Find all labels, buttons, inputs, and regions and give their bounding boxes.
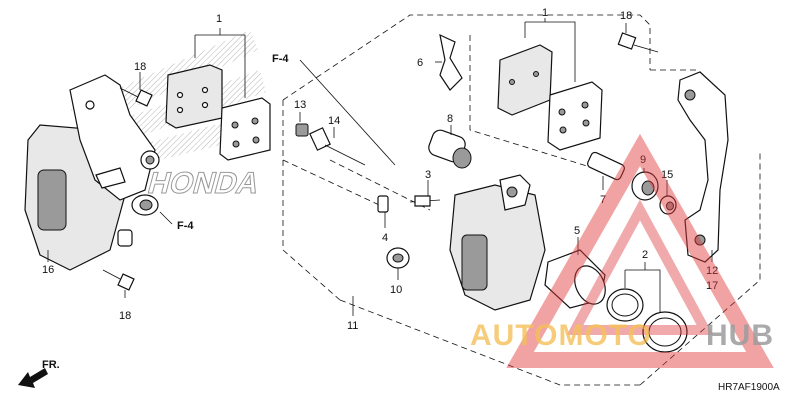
callout-bolt-left-bottom: 18 <box>119 310 131 322</box>
watermark-part1: AUTOMOTO <box>470 319 652 352</box>
boot-9 <box>631 171 659 201</box>
pad-spring-6 <box>439 33 463 91</box>
left-caliper-assembly <box>24 74 160 271</box>
callout-boot-pin: 8 <box>447 113 453 125</box>
automotohub-watermark: AUTOMOTO HUB <box>470 133 774 368</box>
diagram-code: HR7AF1900A <box>718 382 780 393</box>
front-direction-arrow: FR. <box>18 359 60 388</box>
bleeder-valve-3 <box>409 195 441 207</box>
sleeve-7 <box>587 151 625 181</box>
callout-f4-top: F-4 <box>272 53 289 65</box>
piston-5 <box>544 249 606 309</box>
left-bolt-bottom <box>102 269 135 291</box>
ring-15 <box>659 195 677 215</box>
bleeder-cap-small-4 <box>377 195 389 213</box>
callout-bleeder-cap: 13 <box>294 99 306 111</box>
callout-bolt-right-top: 18 <box>620 10 632 22</box>
callout-pads-right: 1 <box>542 7 548 19</box>
callout-bleeder-valve: 3 <box>425 169 431 181</box>
caliper-bracket <box>677 71 729 263</box>
callout-caliper-left: 16 <box>42 264 54 276</box>
callout-caliper-body: 11 <box>347 320 358 332</box>
front-marker-label: FR. <box>42 359 60 371</box>
right-brake-pads <box>497 18 603 151</box>
callout-pads-left: 1 <box>216 13 222 25</box>
warning-triangle-icon <box>506 133 774 368</box>
dust-boot-10 <box>386 247 410 269</box>
callout-bracket-12: 12 <box>706 265 718 277</box>
callout-bolt-left-top: 18 <box>134 61 146 73</box>
assembly-outline-frame <box>282 14 761 386</box>
callout-boot-small: 10 <box>390 284 402 296</box>
callout-bracket-17: 17 <box>706 280 718 292</box>
callout-seal-set: 2 <box>642 249 648 261</box>
bleeder-cap-13 <box>295 123 309 137</box>
watermark-part2: HUB <box>706 319 774 352</box>
caliper-body-11 <box>449 174 546 311</box>
seal-set-2 <box>606 262 688 353</box>
leader-lines <box>47 23 713 316</box>
callout-pad-spring: 6 <box>417 57 423 69</box>
callout-f4-left: F-4 <box>177 220 194 232</box>
callout-boot-9: 9 <box>640 154 646 166</box>
callout-pin: 14 <box>328 115 340 127</box>
callout-bleeder-cap-small: 4 <box>382 232 388 244</box>
callout-labels: 1 18 18 16 F-4 F-4 13 14 3 4 10 11 6 8 1… <box>42 7 718 332</box>
callout-sleeve: 7 <box>600 194 606 206</box>
caliper-pin-14 <box>309 127 366 166</box>
callout-piston: 5 <box>574 225 580 237</box>
arrow-icon <box>18 368 48 388</box>
right-bolt-top <box>617 32 659 53</box>
left-bolt-top <box>119 87 153 107</box>
honda-wordmark: HONDA <box>144 166 263 199</box>
boot-pin-8 <box>428 129 472 169</box>
left-brake-pads <box>165 28 271 161</box>
callout-ring-15: 15 <box>661 169 673 181</box>
